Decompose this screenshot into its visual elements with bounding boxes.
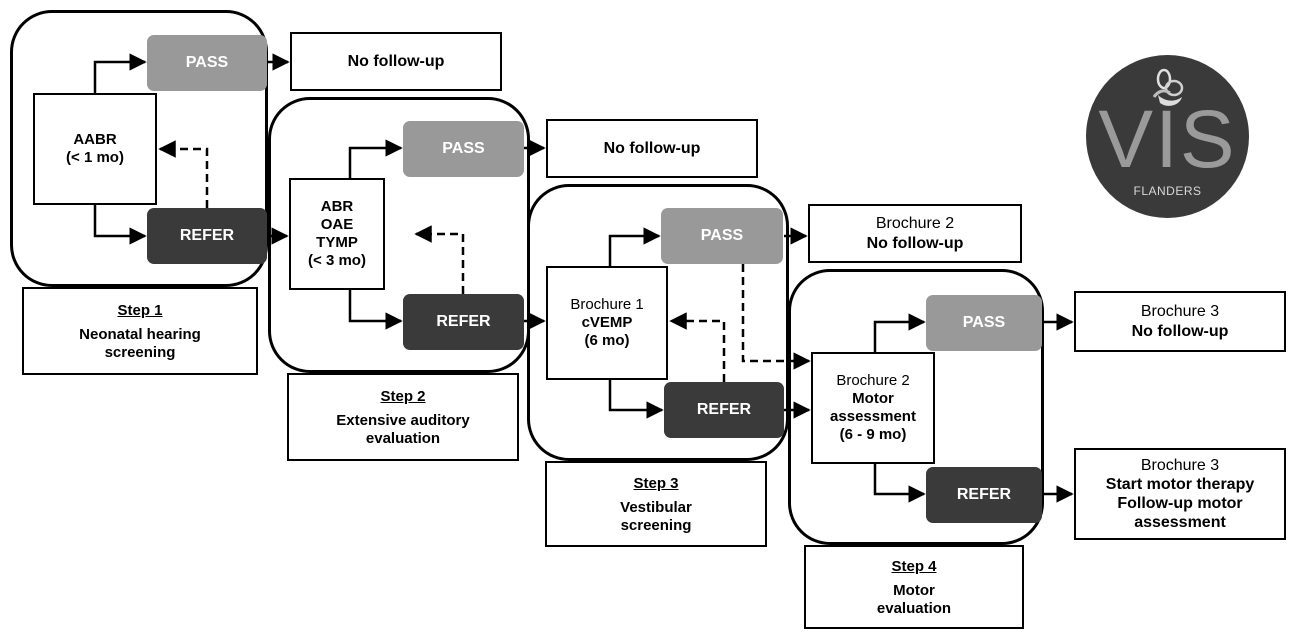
step-3-refer-arrow	[608, 380, 664, 419]
step-4-title: Step 4	[891, 558, 937, 575]
step-3-label-box: Step 3 Vestibular screening	[545, 461, 767, 547]
step-1-pass-box: PASS	[147, 35, 267, 91]
step-2-pass-outcome-line: No follow-up	[603, 139, 701, 157]
step-2-test-line: ABR	[320, 198, 354, 215]
step-4-pass-outcome-line: No follow-up	[1131, 322, 1229, 340]
step-3-pass-outcome-line: Brochure 2	[875, 215, 955, 233]
step-1-description: Neonatal hearing screening	[79, 326, 201, 361]
step-3-pass-outcome: Brochure 2 No follow-up	[808, 204, 1022, 263]
step-2-test-line: TYMP	[316, 234, 358, 251]
step-2-pass-box: PASS	[403, 121, 524, 177]
step-3-test-line: Brochure 1	[570, 296, 644, 313]
step-3-refer-box: REFER	[664, 382, 784, 438]
logo-subtext: FLANDERS	[1133, 184, 1202, 198]
step-3-pass-arrow	[608, 227, 661, 266]
step-1-group	[10, 10, 268, 287]
step-1-retest-arrow	[158, 140, 209, 208]
logo-text: VIS	[1098, 94, 1237, 185]
step-1-test-line: (< 1 mo)	[66, 149, 124, 166]
step-4-pass-outcome: Brochure 3 No follow-up	[1074, 291, 1286, 352]
step-4-pass-box: PASS	[926, 295, 1042, 351]
step-2-test-box: ABR OAE TYMP (< 3 mo)	[289, 178, 385, 290]
step-4-refer-arrow	[873, 464, 926, 503]
step-4-description: Motor evaluation	[876, 582, 952, 617]
step-1-pass-arrow	[93, 53, 147, 93]
step-3-test-line: (6 mo)	[584, 332, 630, 349]
step-2-test-line: (< 3 mo)	[308, 252, 366, 269]
step-1-test-line: AABR	[73, 131, 117, 148]
step-4-refer-outcome-line: assessment	[1134, 514, 1226, 532]
step-4-test-box: Brochure 2 Motor assessment (6 - 9 mo)	[811, 352, 935, 464]
step-4-test-line: assessment	[830, 408, 916, 425]
step-1-pass-outcome: No follow-up	[290, 32, 502, 91]
step-3-pass-outcome-line: No follow-up	[866, 234, 964, 252]
step-2-pass-arrow	[348, 139, 403, 178]
step-1-test-box: AABR (< 1 mo)	[33, 93, 157, 205]
step-3-description: Vestibular screening	[620, 499, 692, 534]
step-4-refer-box: REFER	[926, 467, 1042, 523]
step-1-label-box: Step 1 Neonatal hearing screening	[22, 287, 258, 375]
step-3-title: Step 3	[633, 475, 679, 492]
step-1-pass-outcome-line: No follow-up	[347, 52, 445, 70]
step-4-pass-arrow	[873, 313, 926, 352]
step-4-refer-outcome-line: Start motor therapy	[1105, 475, 1255, 493]
step-4-group	[788, 269, 1044, 545]
step-1-refer-arrow	[93, 205, 147, 245]
vis-flanders-logo: VIS FLANDERS	[1086, 55, 1249, 218]
step-1-refer-box: REFER	[147, 208, 267, 264]
step-2-retest-arrow	[414, 225, 465, 294]
inner-ear-icon	[1152, 68, 1184, 106]
step-4-test-line: (6 - 9 mo)	[839, 426, 907, 443]
step-2-title: Step 2	[380, 388, 426, 405]
step-2-description: Extensive auditory evaluation	[336, 412, 470, 447]
step-3-pass-to-step-4-arrow	[741, 264, 811, 370]
step-2-refer-box: REFER	[403, 294, 524, 350]
step-3-test-box: Brochure 1 cVEMP (6 mo)	[546, 266, 668, 380]
step-4-label-box: Step 4 Motor evaluation	[804, 545, 1024, 629]
step-1-title: Step 1	[117, 302, 163, 319]
step-3-pass-box: PASS	[661, 208, 783, 264]
step-2-test-line: OAE	[320, 216, 354, 233]
step-4-pass-outcome-line: Brochure 3	[1140, 303, 1220, 321]
step-4-refer-outcome-line: Brochure 3	[1140, 456, 1220, 474]
step-2-refer-arrow	[348, 290, 403, 330]
step-4-refer-outcome-line: Follow-up motor	[1117, 495, 1243, 512]
step-3-retest-arrow	[669, 312, 726, 382]
step-4-test-line: Motor	[852, 390, 894, 407]
step-2-pass-outcome: No follow-up	[546, 119, 758, 178]
step-4-test-line: Brochure 2	[836, 372, 910, 389]
step-2-label-box: Step 2 Extensive auditory evaluation	[287, 373, 519, 461]
step-4-refer-outcome: Brochure 3 Start motor therapy Follow-up…	[1074, 448, 1286, 540]
step-3-test-line: cVEMP	[581, 314, 633, 331]
